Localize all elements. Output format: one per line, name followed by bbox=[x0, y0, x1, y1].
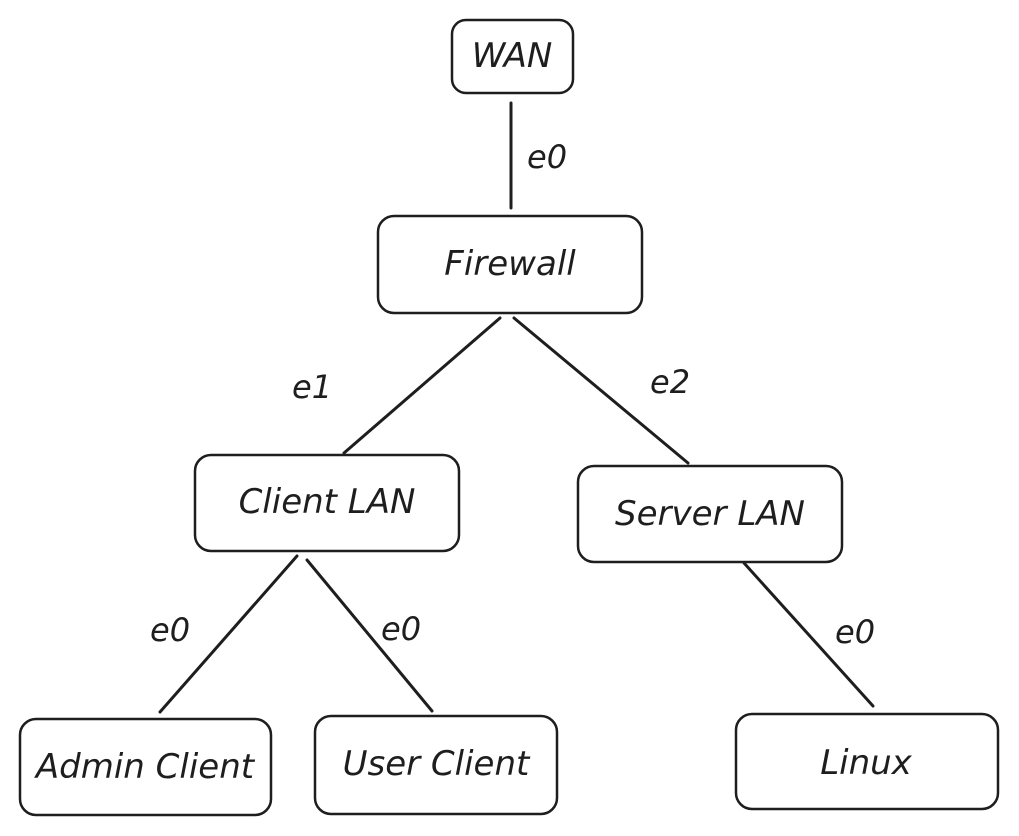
edge-labels: e0 e1 e2 e0 e0 e0 bbox=[150, 138, 875, 651]
node-server-lan: Server LAN bbox=[576, 464, 844, 564]
node-label-server-lan: Server LAN bbox=[615, 494, 805, 534]
edge-server-lan-linux bbox=[742, 561, 875, 708]
edge-client-lan-admin-client bbox=[158, 554, 299, 714]
edge-label-firewall-client-lan: e1 bbox=[292, 368, 332, 406]
node-user-client: User Client bbox=[313, 714, 559, 816]
edge-label-server-lan-linux: e0 bbox=[835, 613, 875, 651]
node-label-client-lan: Client LAN bbox=[239, 482, 416, 522]
node-label-user-client: User Client bbox=[343, 744, 531, 784]
node-admin-client: Admin Client bbox=[18, 717, 273, 817]
node-label-wan: WAN bbox=[472, 36, 553, 76]
edge-label-client-lan-user-client: e0 bbox=[381, 610, 421, 648]
edge-label-wan-firewall: e0 bbox=[527, 138, 567, 176]
edge-firewall-client-lan bbox=[342, 316, 502, 455]
node-label-linux: Linux bbox=[820, 743, 912, 783]
edge-firewall-server-lan bbox=[512, 316, 690, 465]
edges bbox=[158, 101, 875, 714]
node-wan: WAN bbox=[450, 18, 575, 95]
node-linux: Linux bbox=[734, 712, 1000, 811]
edge-client-lan-user-client bbox=[305, 558, 434, 713]
node-label-firewall: Firewall bbox=[444, 244, 576, 284]
edge-label-client-lan-admin-client: e0 bbox=[150, 611, 190, 649]
node-firewall: Firewall bbox=[376, 214, 644, 315]
node-label-admin-client: Admin Client bbox=[34, 747, 256, 787]
node-client-lan: Client LAN bbox=[193, 453, 461, 553]
edge-label-firewall-server-lan: e2 bbox=[650, 363, 690, 401]
